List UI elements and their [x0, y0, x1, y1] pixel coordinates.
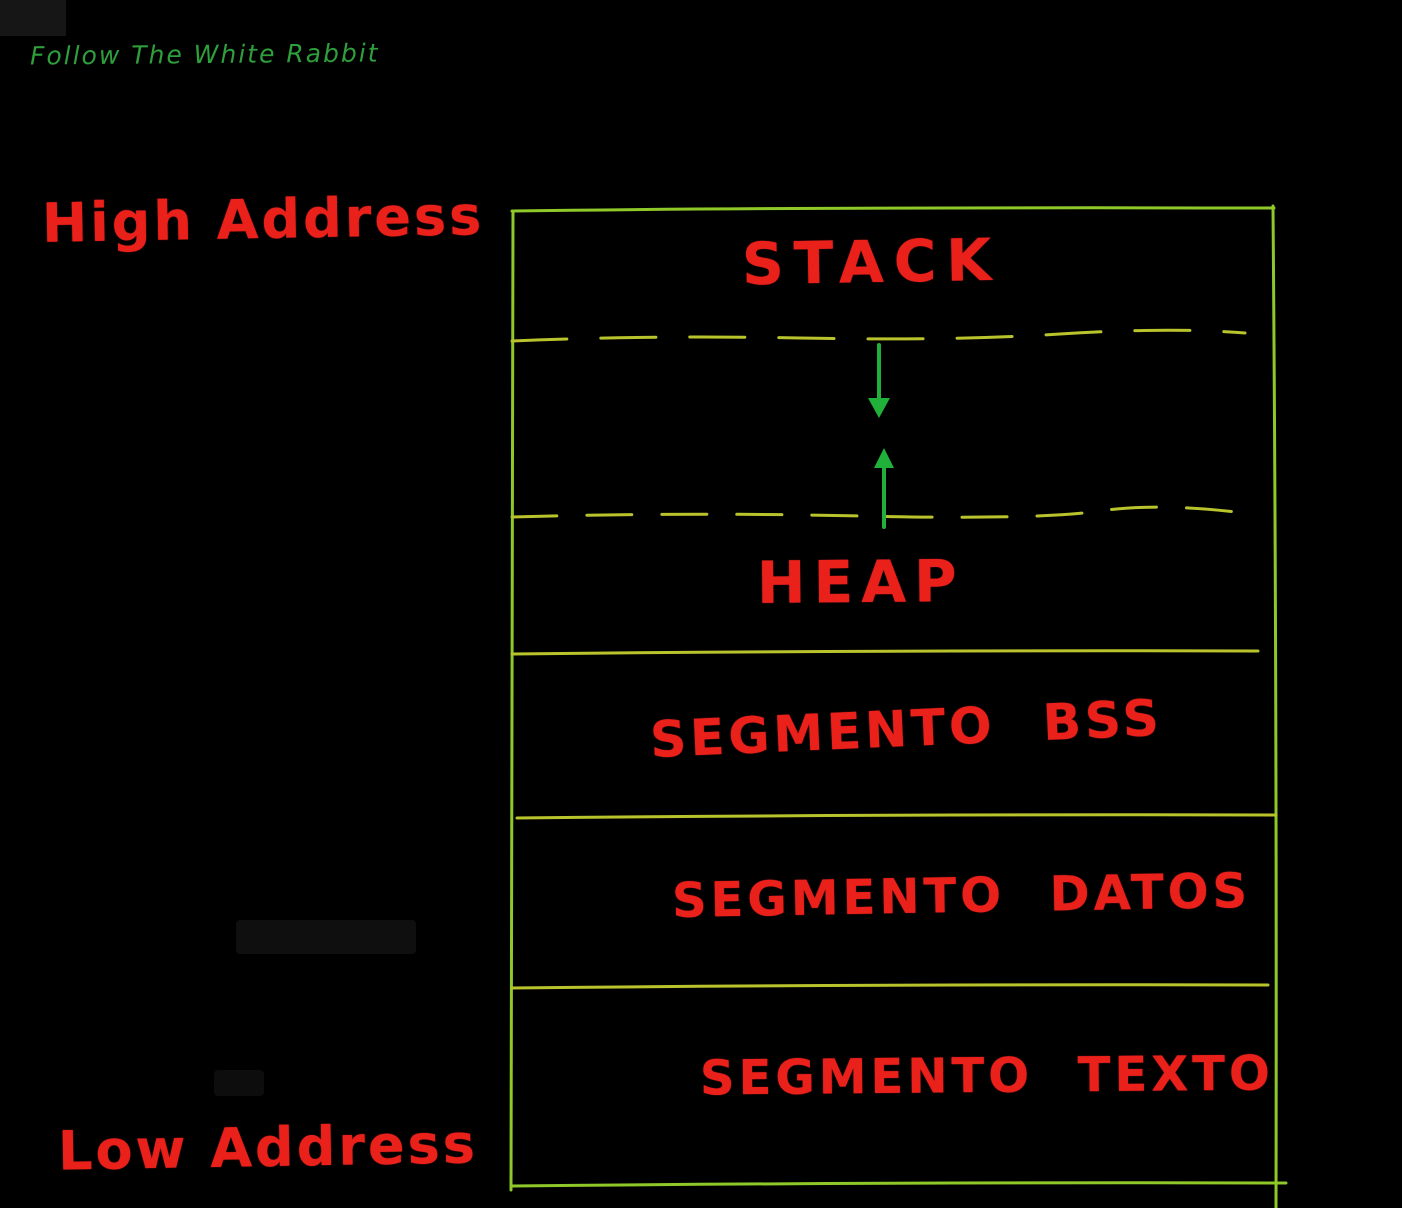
low-address-label: Low Address	[57, 1112, 479, 1183]
box-left-border	[509, 209, 515, 1192]
box-right-border	[1271, 204, 1278, 1208]
segment-label-heap: HEAP	[756, 547, 965, 617]
signature: Follow The White Rabbit	[29, 38, 380, 71]
high-address-label: High Address	[41, 184, 485, 255]
bss-datos-divider	[515, 813, 1278, 820]
segment-label-datos: SEGMENTO DATOS	[671, 862, 1252, 930]
box-top-border	[510, 206, 1276, 213]
heap-growth-boundary-dashed-line	[510, 505, 1254, 519]
heap-growth-arrow-up-icon	[874, 448, 894, 529]
datos-texto-divider	[510, 983, 1270, 990]
box-bottom-border	[510, 1181, 1288, 1188]
segment-label-texto: SEGMENTO TEXTO	[699, 1045, 1275, 1107]
stack-growth-boundary-dashed-line	[510, 328, 1247, 343]
segment-label-stack: STACK	[741, 225, 1002, 299]
heap-bss-divider	[510, 649, 1260, 656]
stack-growth-arrow-down-icon	[868, 343, 890, 418]
